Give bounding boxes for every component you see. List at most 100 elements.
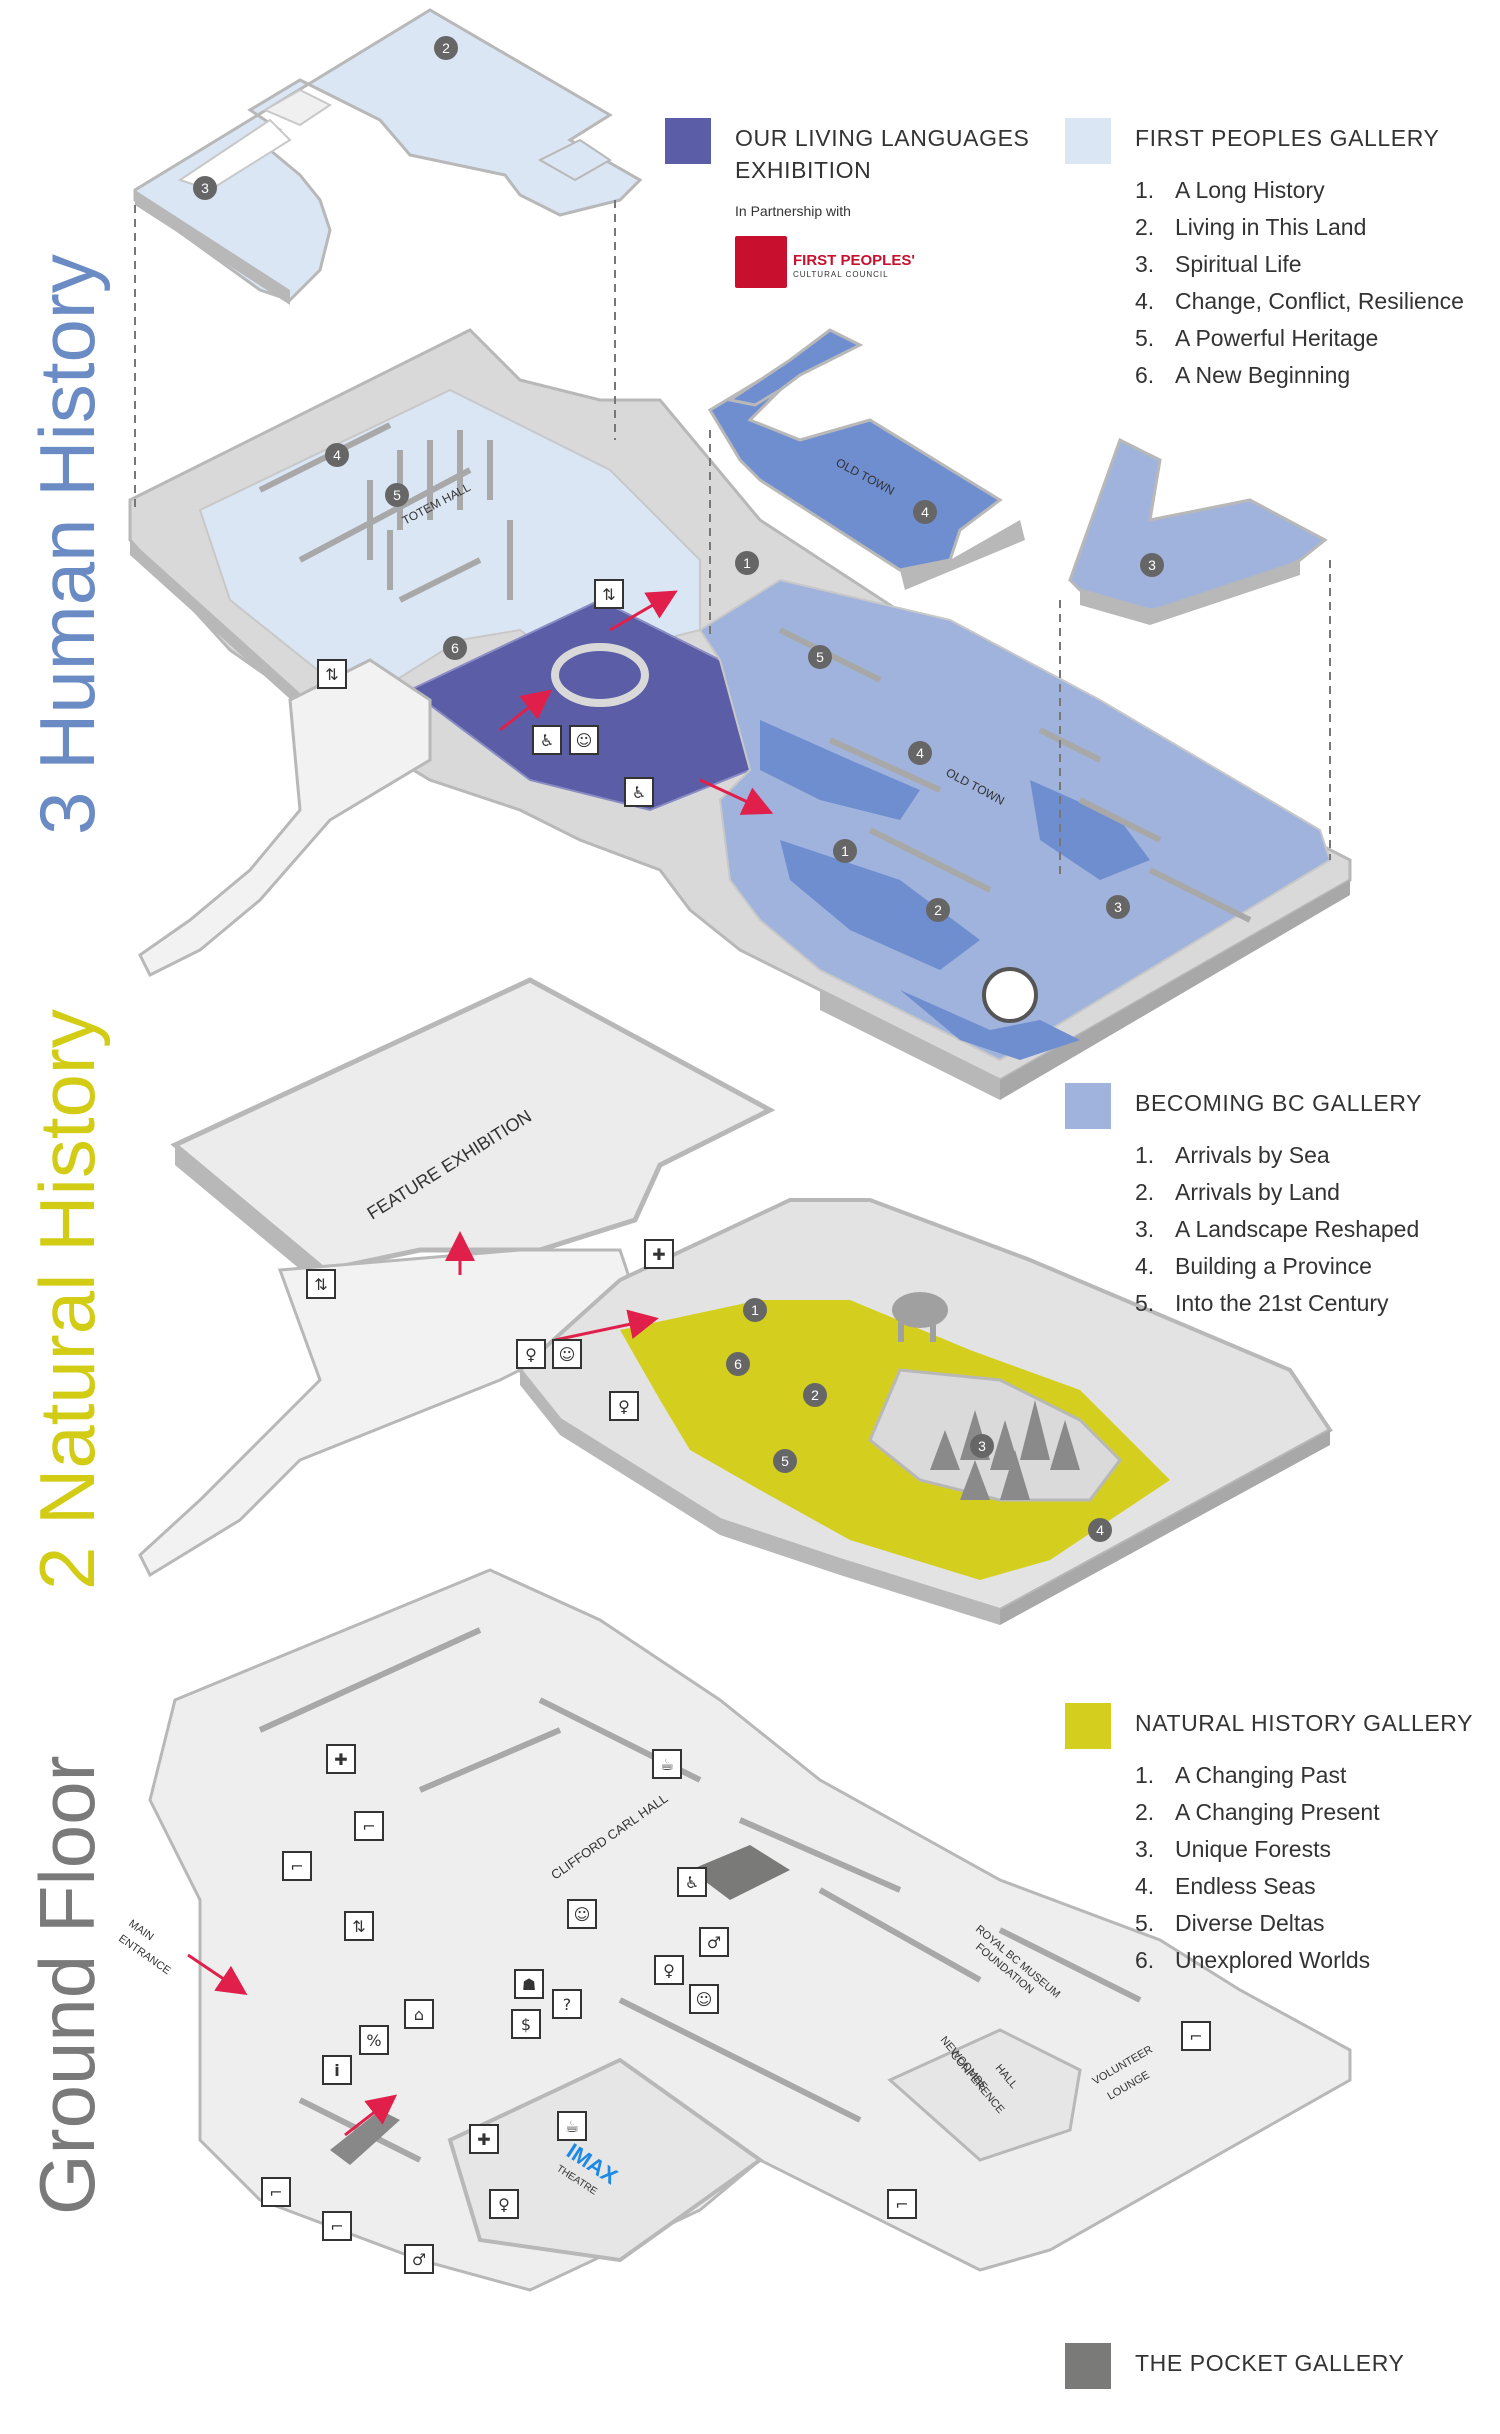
legend-item: 6.Unexplored Worlds (1135, 1947, 1371, 1973)
ticket-icon: % (359, 2025, 389, 2055)
svg-text:3: 3 (1148, 557, 1156, 573)
fpcc-logo-sub: CULTURAL COUNCIL (793, 270, 889, 279)
direction-arrows (187, 590, 774, 2137)
gift-icon: ✚ (469, 2124, 499, 2154)
coffee-icon: ☕ (557, 2111, 587, 2141)
svg-text:♀: ♀ (498, 2195, 510, 2214)
svg-text:2: 2 (442, 40, 450, 56)
marker-bbc-4: 4 (913, 500, 937, 524)
legend-item: 3.A Landscape Reshaped (1135, 1216, 1420, 1242)
gallery-markers: 1 2 3 4 5 6 1 2 3 4 5 4 3 1 2 3 4 5 6 (193, 36, 1164, 1542)
svg-text:⌂: ⌂ (414, 2005, 424, 2024)
wheelchair-icon: ♿ (677, 1867, 707, 1897)
ticket-icon: $ (511, 2009, 541, 2039)
elevator-icon: ⇅ (344, 1911, 374, 1941)
svg-text:3: 3 (201, 180, 209, 196)
stairs-icon: ⌐ (282, 1851, 312, 1881)
level-connector-lines (134, 200, 1331, 880)
svg-text:☕: ☕ (565, 2117, 579, 2136)
marker-fp-3: 3 (193, 176, 217, 200)
marker-bbc-5: 5 (808, 645, 832, 669)
svg-text:4: 4 (916, 745, 924, 761)
swatch-our-living-languages (665, 118, 711, 164)
svg-text:✚: ✚ (477, 2130, 490, 2149)
fpcc-logo-icon (735, 236, 787, 288)
baby-change-icon: ☺ (569, 725, 599, 755)
svg-text:2: 2 (934, 902, 942, 918)
restroom-icon: ♂ (404, 2244, 434, 2274)
legend-item: 2.Arrivals by Land (1135, 1179, 1340, 1205)
stairs-icon: ⌐ (887, 2189, 917, 2219)
legend-item: 2.A Changing Present (1135, 1799, 1380, 1825)
legend-becoming-bc: BECOMING BC GALLERY 1.Arrivals by Sea 2.… (1065, 1083, 1485, 1323)
wheelchair-icon: ♿ (624, 777, 654, 807)
gift-icon: ✚ (326, 1744, 356, 1774)
first-peoples-cultural-council-logo: FIRST PEOPLES' CULTURAL COUNCIL (735, 236, 985, 288)
legend-title-natural-history: NATURAL HISTORY GALLERY (1135, 1710, 1474, 1736)
svg-text:♀: ♀ (525, 1345, 537, 1364)
baby-change-icon: ☺ (689, 1984, 719, 2014)
svg-text:♿: ♿ (685, 1873, 699, 1892)
natural-history-floor (138, 977, 1333, 1625)
stairs-icon: ⌐ (354, 1811, 384, 1841)
svg-text:2: 2 (811, 1387, 819, 1403)
fpcc-logo-name: FIRST PEOPLES' (793, 252, 915, 269)
svg-text:3: 3 (978, 1438, 986, 1454)
legend-title-first-peoples: FIRST PEOPLES GALLERY (1135, 125, 1440, 151)
marker-nh-6: 6 (726, 1352, 750, 1376)
svg-text:4: 4 (921, 504, 929, 520)
svg-text:⌐: ⌐ (895, 2195, 908, 2214)
marker-bbc-2: 2 (926, 898, 950, 922)
floor-title-human-history: 3 Human History (23, 254, 111, 835)
restroom-icon: ♂ (699, 1927, 729, 1957)
legend-list-becoming-bc: 1.Arrivals by Sea 2.Arrivals by Land 3.A… (1135, 1137, 1419, 1322)
svg-text:⇅: ⇅ (325, 665, 338, 684)
legend-natural-history: NATURAL HISTORY GALLERY 1.A Changing Pas… (1065, 1703, 1485, 1983)
marker-bbc-3: 3 (1140, 553, 1164, 577)
svg-text:⌐: ⌐ (330, 2217, 343, 2236)
elevator-icon: ⇅ (594, 579, 624, 609)
legend-first-peoples: FIRST PEOPLES GALLERY 1.A Long History 2… (1065, 118, 1485, 398)
gift-icon: ✚ (644, 1239, 674, 1269)
svg-text:♀: ♀ (663, 1961, 675, 1980)
svg-text:1: 1 (751, 1302, 759, 1318)
svg-text:⇅: ⇅ (314, 1275, 327, 1294)
marker-bbc-1: 1 (833, 839, 857, 863)
svg-text:$: $ (521, 2015, 531, 2034)
legend-item: 5.Into the 21st Century (1135, 1290, 1389, 1316)
stairs-icon: ⌐ (322, 2211, 352, 2241)
human-history-floor (128, 8, 1352, 1100)
coat-check-icon: ⌂ (404, 1999, 434, 2029)
marker-nh-5: 5 (773, 1449, 797, 1473)
coat-check-icon: ☗ (514, 1969, 544, 1999)
marker-nh-1: 1 (743, 1298, 767, 1322)
marker-bbc-4b: 4 (908, 741, 932, 765)
svg-text:☺: ☺ (576, 731, 593, 750)
restroom-icon: ♀ (609, 1391, 639, 1421)
svg-text:⌐: ⌐ (290, 1857, 303, 1876)
svg-text:♂: ♂ (707, 1933, 721, 1952)
legend-item: 4.Change, Conflict, Resilience (1135, 288, 1464, 314)
svg-text:⌐: ⌐ (362, 1817, 375, 1836)
svg-text:4: 4 (1096, 1522, 1104, 1538)
svg-text:⇅: ⇅ (602, 585, 615, 604)
marker-fp-5: 5 (385, 483, 409, 507)
legend-item: 4.Building a Province (1135, 1253, 1372, 1279)
svg-text:♀: ♀ (618, 1397, 630, 1416)
marker-nh-3: 3 (970, 1434, 994, 1458)
legend-title-pocket-gallery: THE POCKET GALLERY (1135, 2350, 1405, 2376)
svg-text:☺: ☺ (696, 1990, 713, 2009)
legend-our-living-languages: OUR LIVING LANGUAGES EXHIBITION (665, 118, 1085, 238)
marker-nh-4: 4 (1088, 1518, 1112, 1542)
info-icon: ? (552, 1989, 582, 2019)
legend-pocket-gallery: THE POCKET GALLERY (1065, 2343, 1485, 2393)
becoming-bc-upper-right (1068, 437, 1328, 625)
svg-text:☗: ☗ (522, 1975, 536, 1994)
legend-item: 1.A Changing Past (1135, 1762, 1347, 1788)
mammoth-icon (892, 1292, 948, 1342)
legend-list-natural-history: 1.A Changing Past 2.A Changing Present 3… (1135, 1757, 1380, 1979)
svg-text:⇅: ⇅ (352, 1917, 365, 1936)
svg-text:6: 6 (451, 640, 459, 656)
floor-title-ground: Ground Floor (23, 1755, 111, 2215)
svg-text:♿: ♿ (540, 731, 554, 750)
